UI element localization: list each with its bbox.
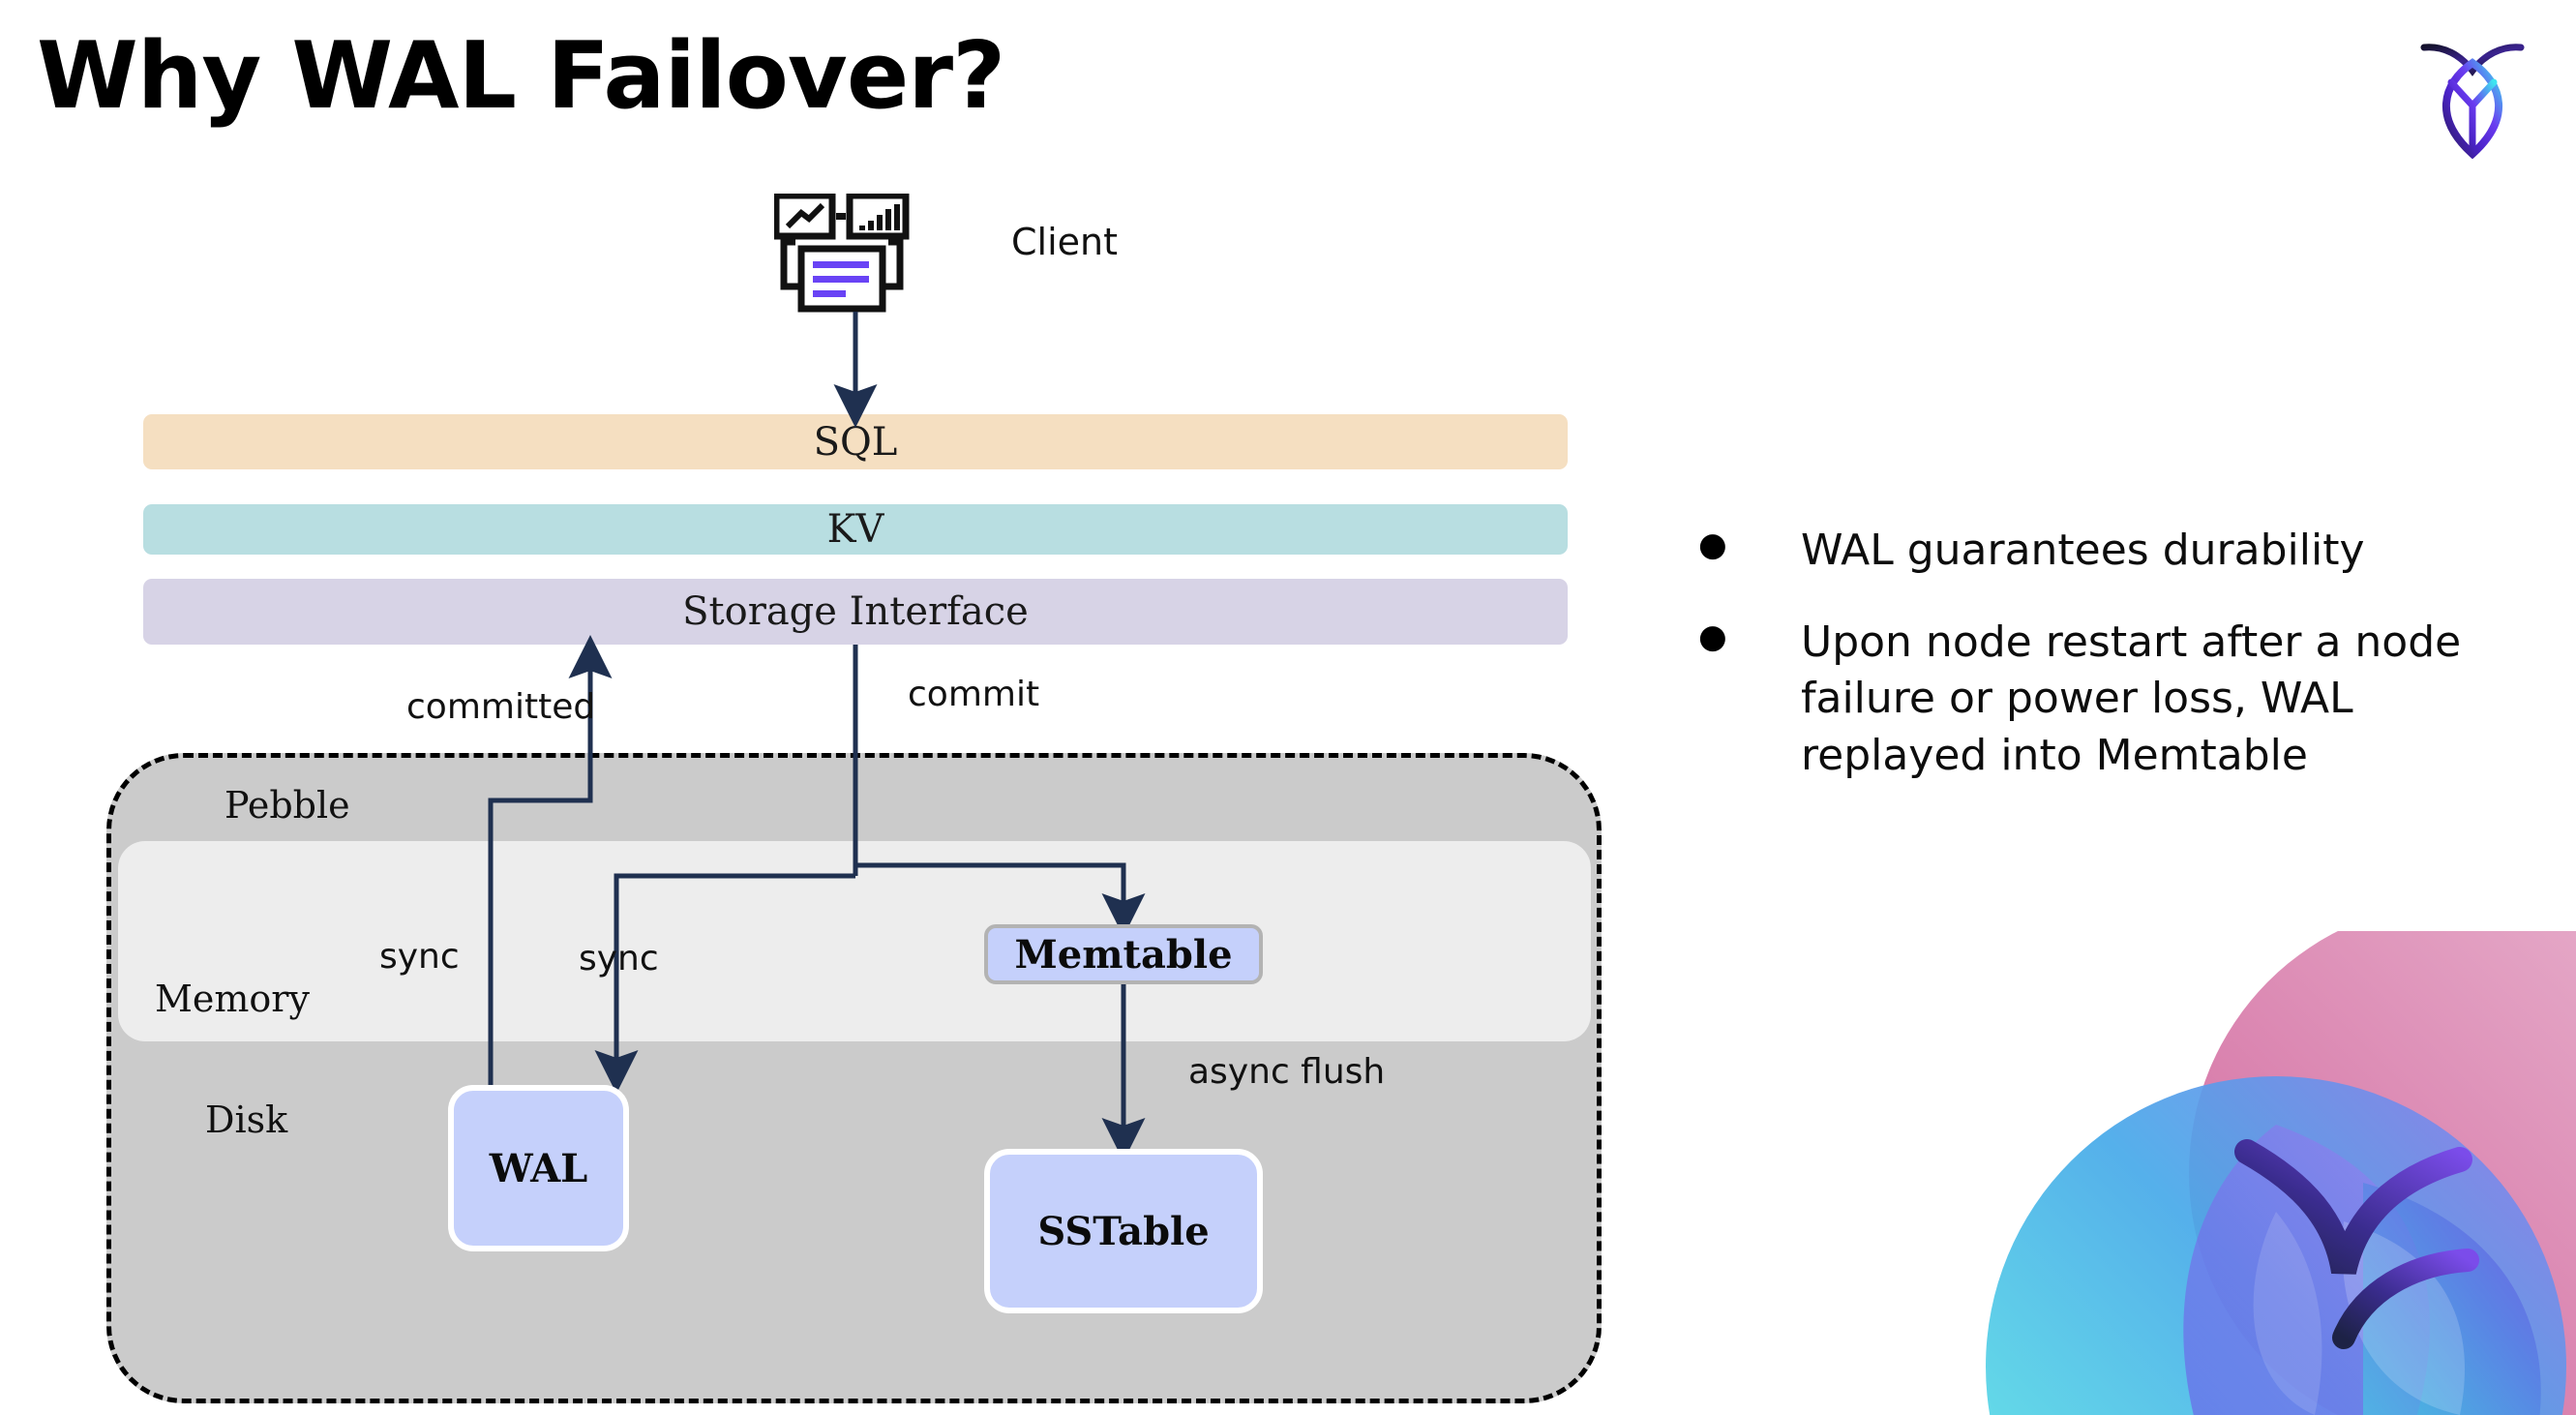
- memory-region: [118, 841, 1591, 1041]
- edge-label-sync-left: sync: [379, 937, 460, 977]
- bullet-marker: ●: [1698, 617, 1727, 656]
- layer-label-kv: KV: [826, 507, 884, 552]
- cockroachdb-corner-graphic: [1957, 931, 2576, 1415]
- layer-label-sql: SQL: [813, 419, 898, 465]
- memory-label: Memory: [155, 978, 310, 1020]
- node-label-memtable: Memtable: [1014, 931, 1233, 978]
- layer-bar-kv: KV: [143, 504, 1568, 555]
- edge-label-committed: committed: [406, 687, 596, 727]
- list-item: ● Upon node restart after a node failure…: [1698, 615, 2531, 785]
- node-wal: WAL: [448, 1085, 629, 1251]
- cockroachdb-logo-icon: [2414, 34, 2531, 160]
- bullet-marker: ●: [1698, 526, 1727, 564]
- list-item: ● WAL guarantees durability: [1698, 523, 2531, 580]
- layer-bar-sql: SQL: [143, 414, 1568, 469]
- client-dashboard-icon: [772, 192, 929, 319]
- layer-bar-storage: Storage Interface: [143, 579, 1568, 645]
- edge-label-async-flush: async flush: [1188, 1052, 1386, 1092]
- bullet-list: ● WAL guarantees durability ● Upon node …: [1698, 523, 2531, 819]
- node-sstable: SSTable: [984, 1149, 1263, 1313]
- bullet-text: WAL guarantees durability: [1801, 526, 2365, 575]
- layer-label-storage: Storage Interface: [682, 589, 1029, 634]
- node-memtable: Memtable: [984, 924, 1263, 984]
- client-label: Client: [1011, 221, 1119, 263]
- bullet-text: Upon node restart after a node failure o…: [1801, 617, 2462, 780]
- node-label-sstable: SSTable: [1037, 1208, 1210, 1254]
- pebble-label: Pebble: [225, 784, 350, 827]
- edge-label-sync-right: sync: [579, 939, 659, 978]
- node-label-wal: WAL: [489, 1145, 588, 1191]
- disk-label: Disk: [205, 1099, 288, 1141]
- page-title: Why WAL Failover?: [37, 23, 1005, 130]
- edge-label-commit: commit: [908, 675, 1040, 714]
